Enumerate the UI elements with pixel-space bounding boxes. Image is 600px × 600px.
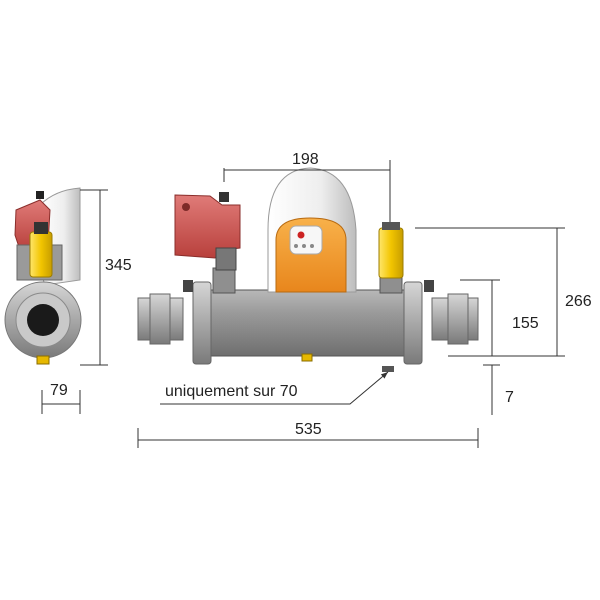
bottom-plug (301, 353, 313, 362)
annotation-note: uniquement sur 70 (165, 383, 298, 400)
side-bottom-plug (36, 355, 50, 365)
right-union (447, 293, 469, 345)
yellow-fitting-cap (382, 222, 400, 230)
side-view (4, 187, 82, 365)
front-view (137, 167, 479, 372)
left-union (149, 293, 171, 345)
dim-right-total-height: 266 (565, 293, 592, 310)
left-bolt-top (183, 280, 193, 292)
left-port (212, 267, 236, 294)
side-pump-cap (36, 191, 44, 199)
display-button-1 (294, 244, 298, 248)
display-red-light (297, 231, 305, 239)
side-yellow-fitting (29, 231, 53, 278)
dim-right-pipe-height: 155 (512, 315, 539, 332)
dim-total-length: 535 (295, 421, 322, 438)
dim-top-width: 198 (292, 151, 319, 168)
controller-display (289, 225, 323, 255)
side-dimensions: 345 79 (41, 189, 132, 414)
annotation-leader (160, 371, 389, 405)
display-button-3 (310, 244, 314, 248)
bottom-drain (382, 366, 394, 372)
dim-side-width: 79 (50, 382, 68, 399)
yellow-fitting (378, 227, 404, 279)
side-yellow-cap (34, 222, 48, 234)
pump-cap (219, 192, 229, 202)
dim-side-height: 345 (105, 257, 132, 274)
pump-screw (182, 203, 190, 211)
pump-body (174, 194, 241, 259)
right-bolt-top (424, 280, 434, 292)
pump-connector (215, 247, 237, 271)
dim-right-bottom-offset: 7 (505, 389, 514, 406)
main-tube (194, 289, 421, 357)
right-flange (403, 281, 423, 365)
front-dimensions: 198 266 155 7 535 uniquement sur 70 (137, 151, 592, 448)
side-pipe-inner (27, 304, 59, 336)
display-button-2 (302, 244, 306, 248)
left-flange (192, 281, 212, 365)
